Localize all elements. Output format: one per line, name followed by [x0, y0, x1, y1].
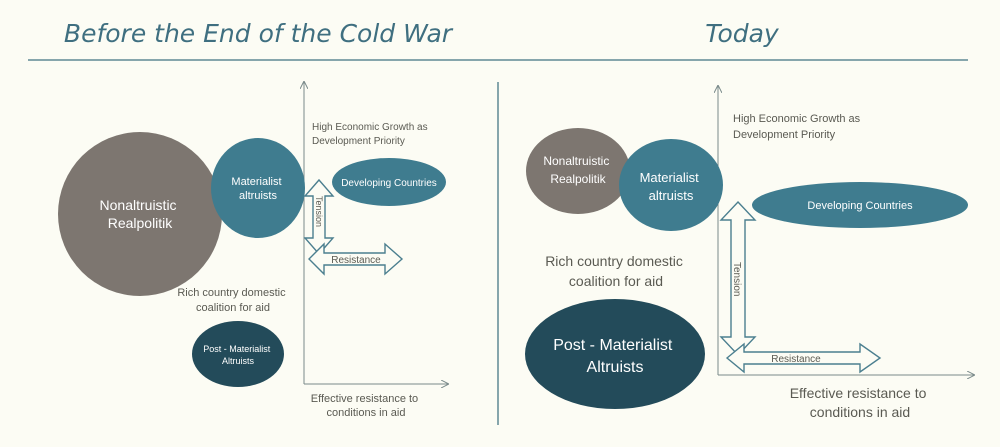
left-nonaltruistic-label: Nonaltruistic Realpolitik — [100, 197, 181, 231]
left-x-axis-label: Effective resistance to conditions in ai… — [311, 393, 421, 419]
left-resistance-arrow — [308, 242, 404, 276]
left-post-materialist-label: Post - Materialist Altruists — [203, 344, 273, 366]
left-coalition-label: Rich country domestic coalition for aid — [177, 287, 288, 314]
right-developing-countries-label: Developing Countries — [807, 200, 913, 212]
right-resistance-arrow — [725, 342, 882, 374]
right-x-axis-label: Effective resistance to conditions in ai… — [790, 385, 931, 420]
right-coalition-label: Rich country domestic coalition for aid — [545, 253, 687, 289]
left-post-materialist-ellipse — [192, 321, 284, 387]
right-nonaltruistic-label: Nonaltruistic Realpolitik — [543, 154, 612, 186]
left-resistance-label: Resistance — [331, 255, 381, 266]
right-panel-title: Today — [705, 19, 780, 48]
right-y-axis-label: High Economic Growth as Development Prio… — [733, 113, 863, 141]
right-nonaltruistic-circle — [526, 128, 630, 214]
right-materialist-circle — [619, 139, 723, 231]
left-materialist-label: Materialist altruists — [231, 176, 284, 202]
left-panel: High Economic Growth as Development Prio… — [58, 82, 448, 419]
right-panel: High Economic Growth as Development Prio… — [525, 86, 974, 420]
left-y-axis-label: High Economic Growth as Development Prio… — [312, 122, 430, 147]
left-panel-title: Before the End of the Cold War — [64, 19, 454, 48]
left-developing-countries-ellipse — [332, 158, 446, 206]
right-materialist-label: Materialist altruists — [640, 170, 703, 203]
right-tension-label: Tension — [731, 262, 742, 296]
left-nonaltruistic-circle — [58, 132, 222, 296]
right-resistance-label: Resistance — [771, 354, 821, 365]
right-post-materialist-ellipse — [525, 299, 705, 409]
right-post-materialist-label: Post - Materialist Altruists — [553, 337, 677, 376]
left-developing-countries-label: Developing Countries — [341, 178, 437, 189]
left-tension-label: Tension — [314, 196, 324, 227]
left-materialist-circle — [211, 138, 305, 238]
right-developing-countries-ellipse — [752, 182, 968, 228]
